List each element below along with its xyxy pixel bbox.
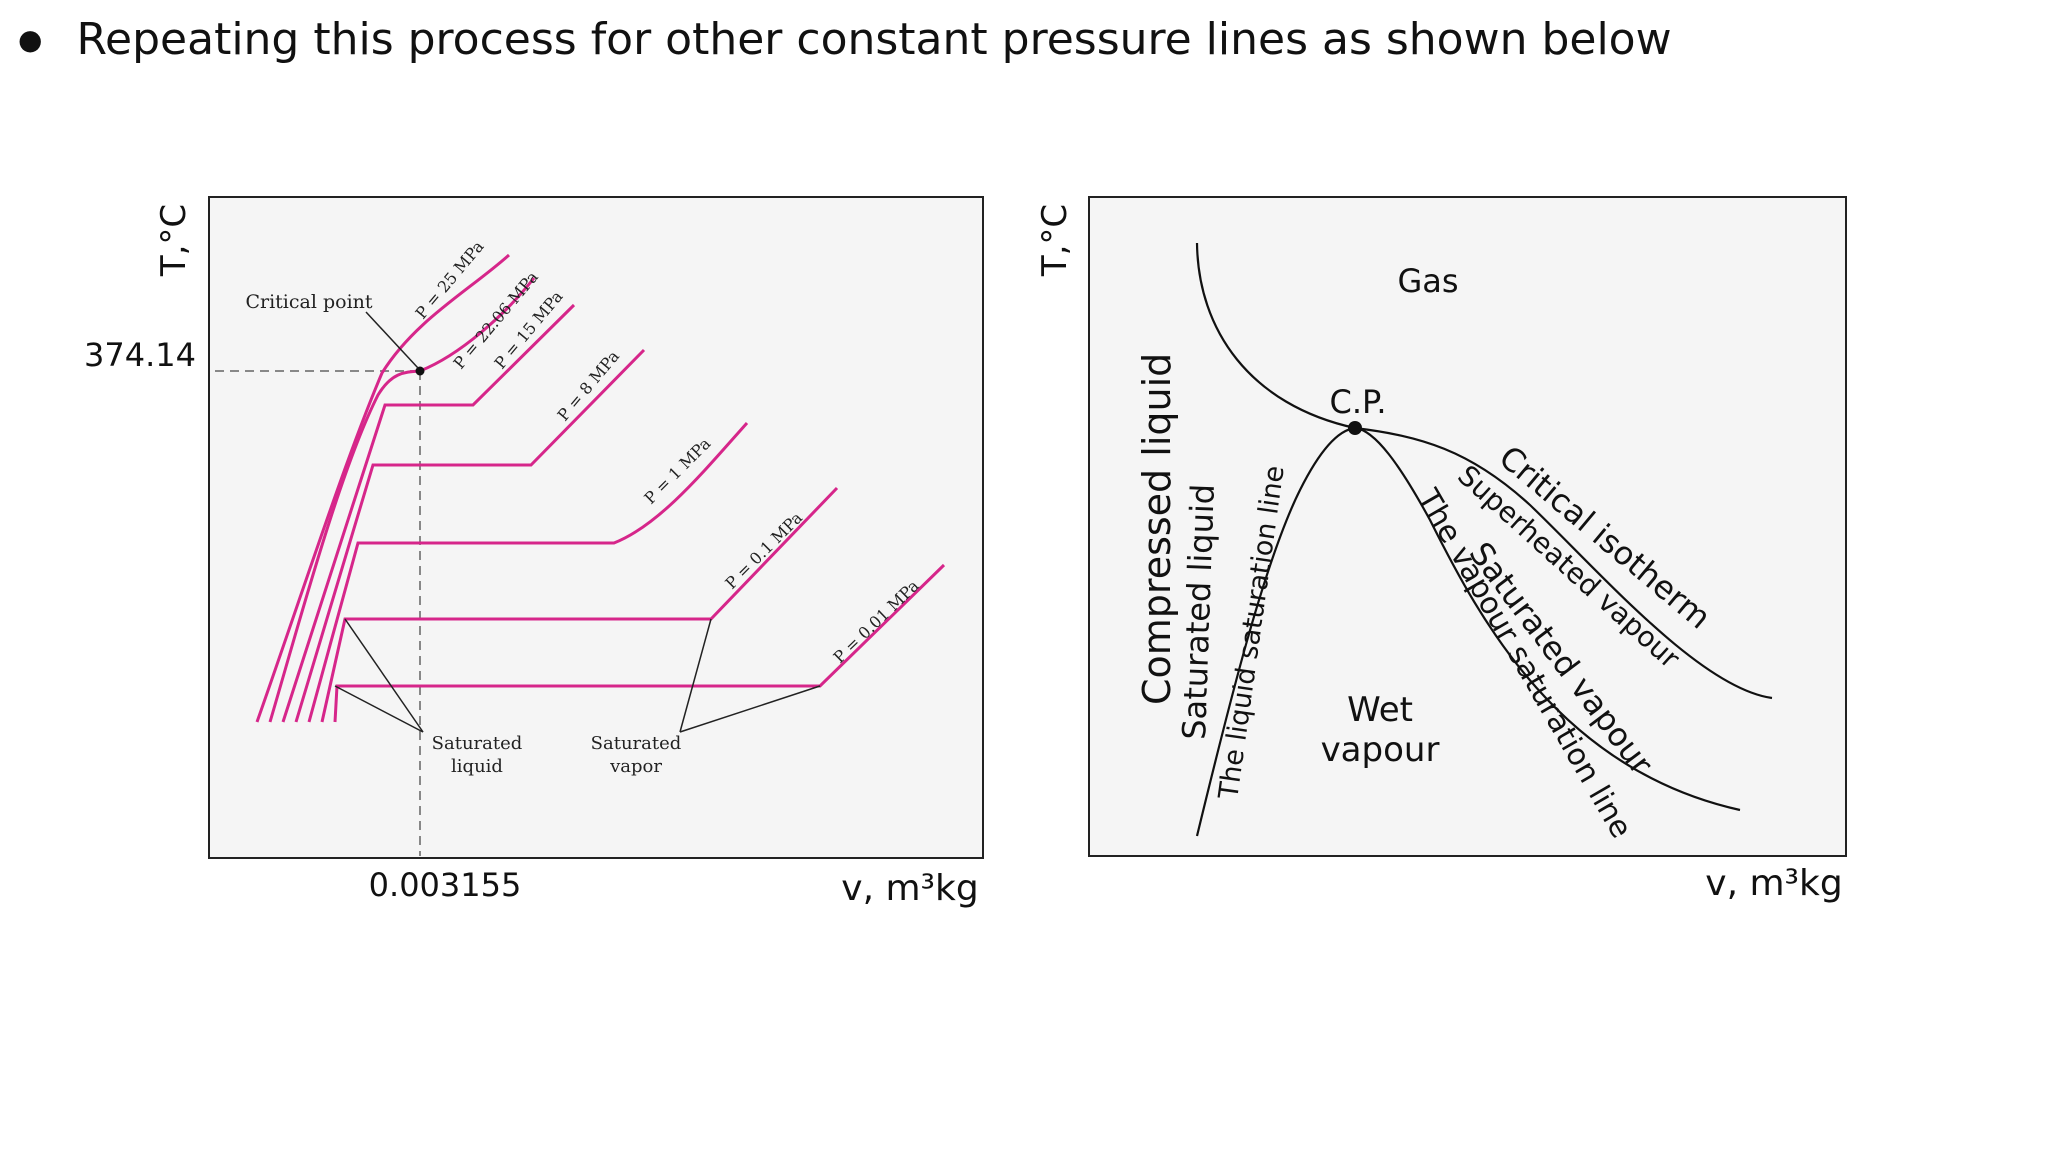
critical-point-label-right: C.P. [1330, 383, 1387, 421]
critical-temperature-value: 374.14 [84, 336, 196, 374]
critical-point-marker [415, 366, 425, 376]
right-diagram-frame [1088, 196, 1847, 857]
left-y-axis-label: T,°C [154, 204, 194, 277]
vapour-saturation-curve [1354, 426, 1741, 812]
critical-point-label: Critical point [245, 291, 372, 313]
left-x-axis-label: v, m³kg [841, 868, 978, 909]
saturated-liquid-label-line1: Saturated [432, 733, 523, 754]
liquid-saturation-curve [1195, 426, 1356, 837]
right-x-axis-label: v, m³kg [1705, 863, 1842, 904]
right-y-axis-label: T,°C [1035, 204, 1075, 277]
saturated-vapor-label-line1: Saturated [591, 733, 682, 754]
pressure-line-15mpa [281, 303, 576, 723]
right-diagram: T,°C v, m³kg Gas C.P. Compressed liquid … [1035, 196, 1847, 904]
critical-point-marker-right [1348, 421, 1362, 435]
wet-vapour-label-line2: vapour [1321, 730, 1440, 770]
saturated-liquid-label-right: Saturated liquid [1175, 483, 1222, 740]
wet-vapour-label-line1: Wet [1347, 690, 1413, 730]
compressed-liquid-label: Compressed liquid [1135, 353, 1179, 705]
pressure-line-001mpa [333, 563, 946, 723]
gas-region-label: Gas [1397, 262, 1458, 300]
saturation-leaders [334, 618, 821, 733]
pressure-line-8mpa [294, 348, 646, 723]
pressure-lines [255, 253, 946, 723]
left-diagram-frame [208, 196, 984, 859]
pressure-line-01mpa [320, 486, 839, 723]
pressure-line-25mpa [255, 253, 511, 723]
left-diagram: T,°C 374.14 0.003155 v, m³kg Critical po… [84, 196, 984, 909]
critical-point-leader [365, 311, 419, 369]
critical-volume-value: 0.003155 [369, 866, 522, 904]
pressure-line-1mpa [307, 422, 749, 723]
slide-bullet: ● Repeating this process for other const… [18, 14, 1672, 65]
saturated-liquid-label-line2: liquid [451, 756, 503, 777]
pressure-line-22mpa [268, 277, 536, 723]
critical-isotherm-curve [1195, 242, 1773, 700]
saturated-vapor-label-line2: vapor [609, 756, 662, 777]
bullet-text: Repeating this process for other constan… [76, 14, 1672, 65]
right-curves [1195, 242, 1773, 837]
bullet-point-icon: ● [18, 23, 43, 56]
